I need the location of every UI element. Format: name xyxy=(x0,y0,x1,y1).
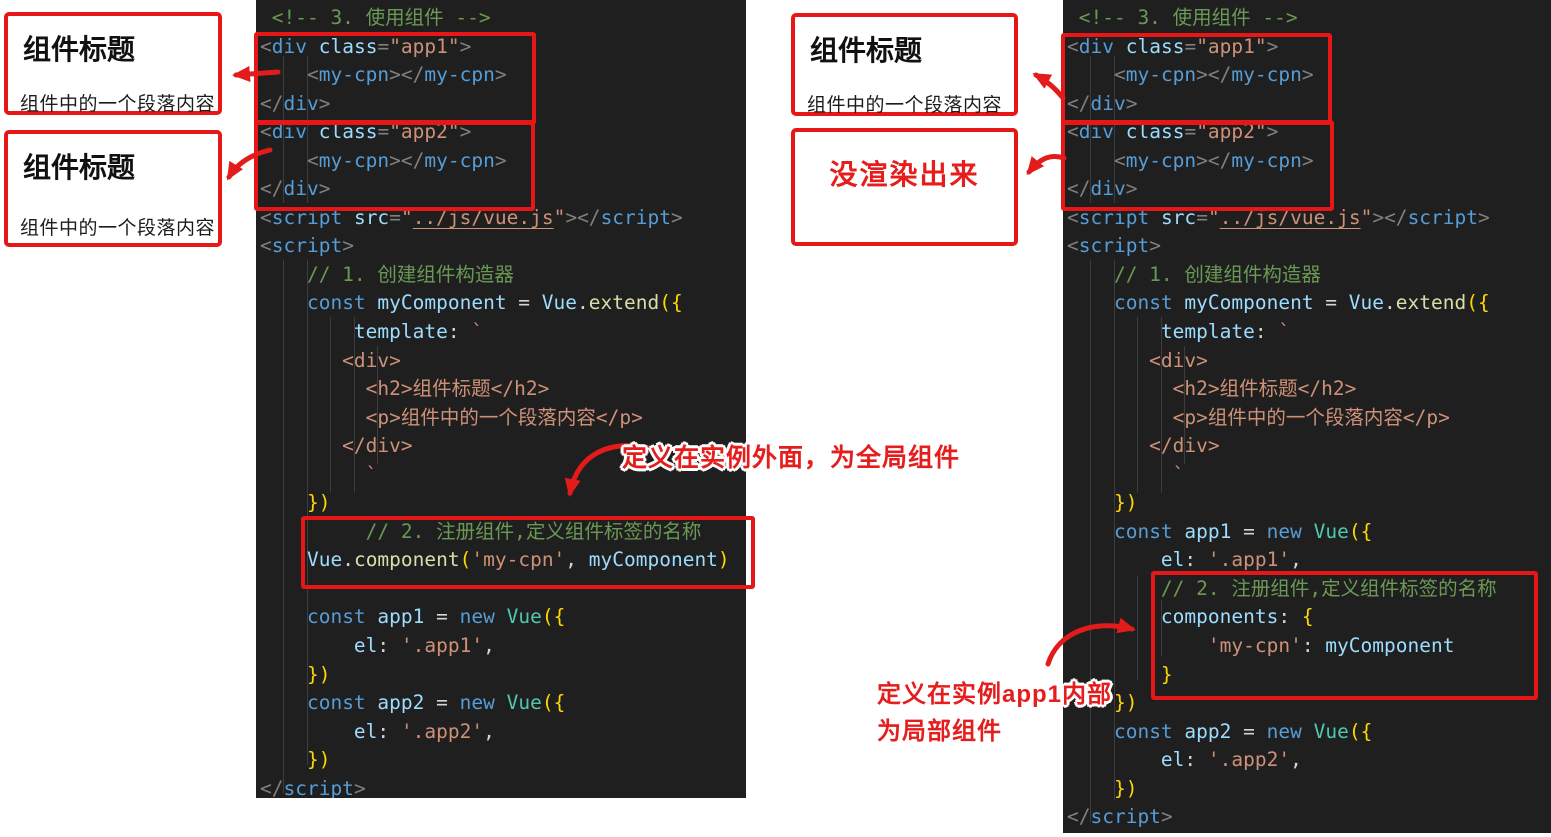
code-line: template: ` xyxy=(353,320,484,344)
code-line: </div> xyxy=(1067,177,1138,201)
arrow-right-app1 xyxy=(1032,72,1066,101)
code-line: el: '.app1', xyxy=(1160,548,1302,572)
indent-guide xyxy=(1090,260,1091,822)
result-box-left-app1: 组件标题 组件中的一个段落内容 xyxy=(4,12,222,115)
code-line: <my-cpn></my-cpn> xyxy=(306,148,507,172)
code-line: components: { xyxy=(1160,605,1314,629)
indent-guide xyxy=(1184,346,1185,464)
code-line: <script src="../js/vue.js"></script> xyxy=(260,205,683,229)
code-line: }) xyxy=(306,662,331,686)
code-line: }) xyxy=(1113,491,1138,515)
code-line: // 2. 注册组件,定义组件标签的名称 xyxy=(260,519,702,543)
indent-guide xyxy=(283,260,284,793)
code-line: <div> xyxy=(1067,348,1208,372)
component-paragraph-text: 组件中的一个段落内容 xyxy=(807,95,1003,116)
indent-guide xyxy=(1090,56,1091,203)
code-line: } xyxy=(1160,662,1173,686)
code-line: </div> xyxy=(260,434,413,458)
code-line: }) xyxy=(306,748,331,772)
code-line xyxy=(260,575,730,604)
not-rendered-text: 没渲染出来 xyxy=(829,159,980,190)
code-line: // 1. 创建组件构造器 xyxy=(260,262,514,286)
code-line: template: ` xyxy=(1160,320,1291,344)
code-line: }) xyxy=(1113,776,1138,800)
code-line: el: '.app2', xyxy=(353,719,495,743)
code-line: const app1 = new Vue({ xyxy=(306,605,566,629)
local-note-line1: 定义在实例app1内部 xyxy=(877,681,1113,708)
code-line: <h2>组件标题</h2> xyxy=(260,377,550,401)
code-line: <!-- 3. 使用组件 --> xyxy=(1067,6,1298,29)
indent-guide xyxy=(307,56,308,203)
code-line: </div> xyxy=(260,91,331,115)
right-code-editor: <!-- 3. 使用组件 --> <div class="app1"> <my-c… xyxy=(1063,0,1551,833)
indent-guide xyxy=(354,317,355,493)
code-line: <script> xyxy=(260,234,354,258)
code-line: const myComponent = Vue.extend({ xyxy=(1113,291,1490,315)
code-line: <h2>组件标题</h2> xyxy=(1067,377,1357,401)
local-note-line2: 为局部组件 xyxy=(877,718,1002,745)
code-line: </script> xyxy=(260,776,366,798)
code-line: <my-cpn></my-cpn> xyxy=(306,63,507,87)
indent-guide xyxy=(307,260,308,765)
code-line: <div class="app1"> xyxy=(1067,34,1279,58)
code-line: <my-cpn></my-cpn> xyxy=(1113,148,1314,172)
indent-guide xyxy=(1137,317,1138,493)
right-code-content: <!-- 3. 使用组件 --> <div class="app1"> <my-c… xyxy=(1067,4,1497,832)
code-line: <div class="app2"> xyxy=(260,120,472,144)
code-line: <script> xyxy=(1067,234,1161,258)
code-line: <div class="app2"> xyxy=(1067,120,1279,144)
indent-guide xyxy=(1161,600,1162,656)
local-component-note: 定义在实例app1内部 为局部组件 xyxy=(877,676,1112,750)
code-line: // 2. 注册组件,定义组件标签的名称 xyxy=(1067,576,1497,600)
indent-guide xyxy=(283,56,284,203)
code-line: <p>组件中的一个段落内容</p> xyxy=(1067,405,1450,429)
result-box-left-app2: 组件标题 组件中的一个段落内容 xyxy=(4,130,222,247)
code-line: <div> xyxy=(260,348,401,372)
code-line: </div> xyxy=(1067,91,1138,115)
code-line: ` xyxy=(1067,462,1185,486)
indent-guide xyxy=(1114,56,1115,203)
indent-guide xyxy=(330,317,331,493)
code-line: 'my-cpn': myComponent xyxy=(1207,634,1455,658)
left-code-editor: <!-- 3. 使用组件 --> <div class="app1"> <my-c… xyxy=(256,0,746,798)
indent-guide xyxy=(377,346,378,464)
code-line: </script> xyxy=(1067,805,1173,829)
code-line: el: '.app2', xyxy=(1160,748,1302,772)
left-code-content: <!-- 3. 使用组件 --> <div class="app1"> <my-c… xyxy=(260,4,730,798)
component-paragraph-text: 组件中的一个段落内容 xyxy=(20,218,216,239)
code-line: <!-- 3. 使用组件 --> xyxy=(260,6,491,29)
code-line: const app2 = new Vue({ xyxy=(306,691,566,715)
indent-guide xyxy=(1161,317,1162,493)
indent-guide xyxy=(1114,260,1115,800)
code-line: // 1. 创建组件构造器 xyxy=(1067,262,1321,286)
component-title-text: 组件标题 xyxy=(23,152,136,183)
code-line: <p>组件中的一个段落内容</p> xyxy=(260,405,643,429)
code-line: <div class="app1"> xyxy=(260,34,472,58)
code-line: <script src="../js/vue.js"></script> xyxy=(1067,205,1490,229)
code-line: const app1 = new Vue({ xyxy=(1113,519,1373,543)
code-line: el: '.app1', xyxy=(353,634,495,658)
component-title-text: 组件标题 xyxy=(23,34,136,65)
code-line: Vue.component('my-cpn', myComponent) xyxy=(306,548,730,572)
code-line: ` xyxy=(260,462,378,486)
indent-guide xyxy=(1137,576,1138,680)
code-line: </div> xyxy=(260,177,331,201)
code-line: <my-cpn></my-cpn> xyxy=(1113,63,1314,87)
code-line: }) xyxy=(1113,691,1138,715)
not-rendered-wrapper: 没渲染出来 xyxy=(795,132,1014,242)
arrow-right-app2 xyxy=(1026,154,1067,176)
component-paragraph-text: 组件中的一个段落内容 xyxy=(20,94,216,115)
global-component-note: 定义在实例外面，为全局组件 xyxy=(622,444,961,472)
code-line: }) xyxy=(306,491,331,515)
code-line: </div> xyxy=(1067,434,1220,458)
code-line: const myComponent = Vue.extend({ xyxy=(306,291,683,315)
component-title-text: 组件标题 xyxy=(810,35,923,66)
result-box-right-app2: 没渲染出来 xyxy=(791,128,1018,246)
code-line: const app2 = new Vue({ xyxy=(1113,719,1373,743)
result-box-right-app1: 组件标题 组件中的一个段落内容 xyxy=(791,13,1018,116)
